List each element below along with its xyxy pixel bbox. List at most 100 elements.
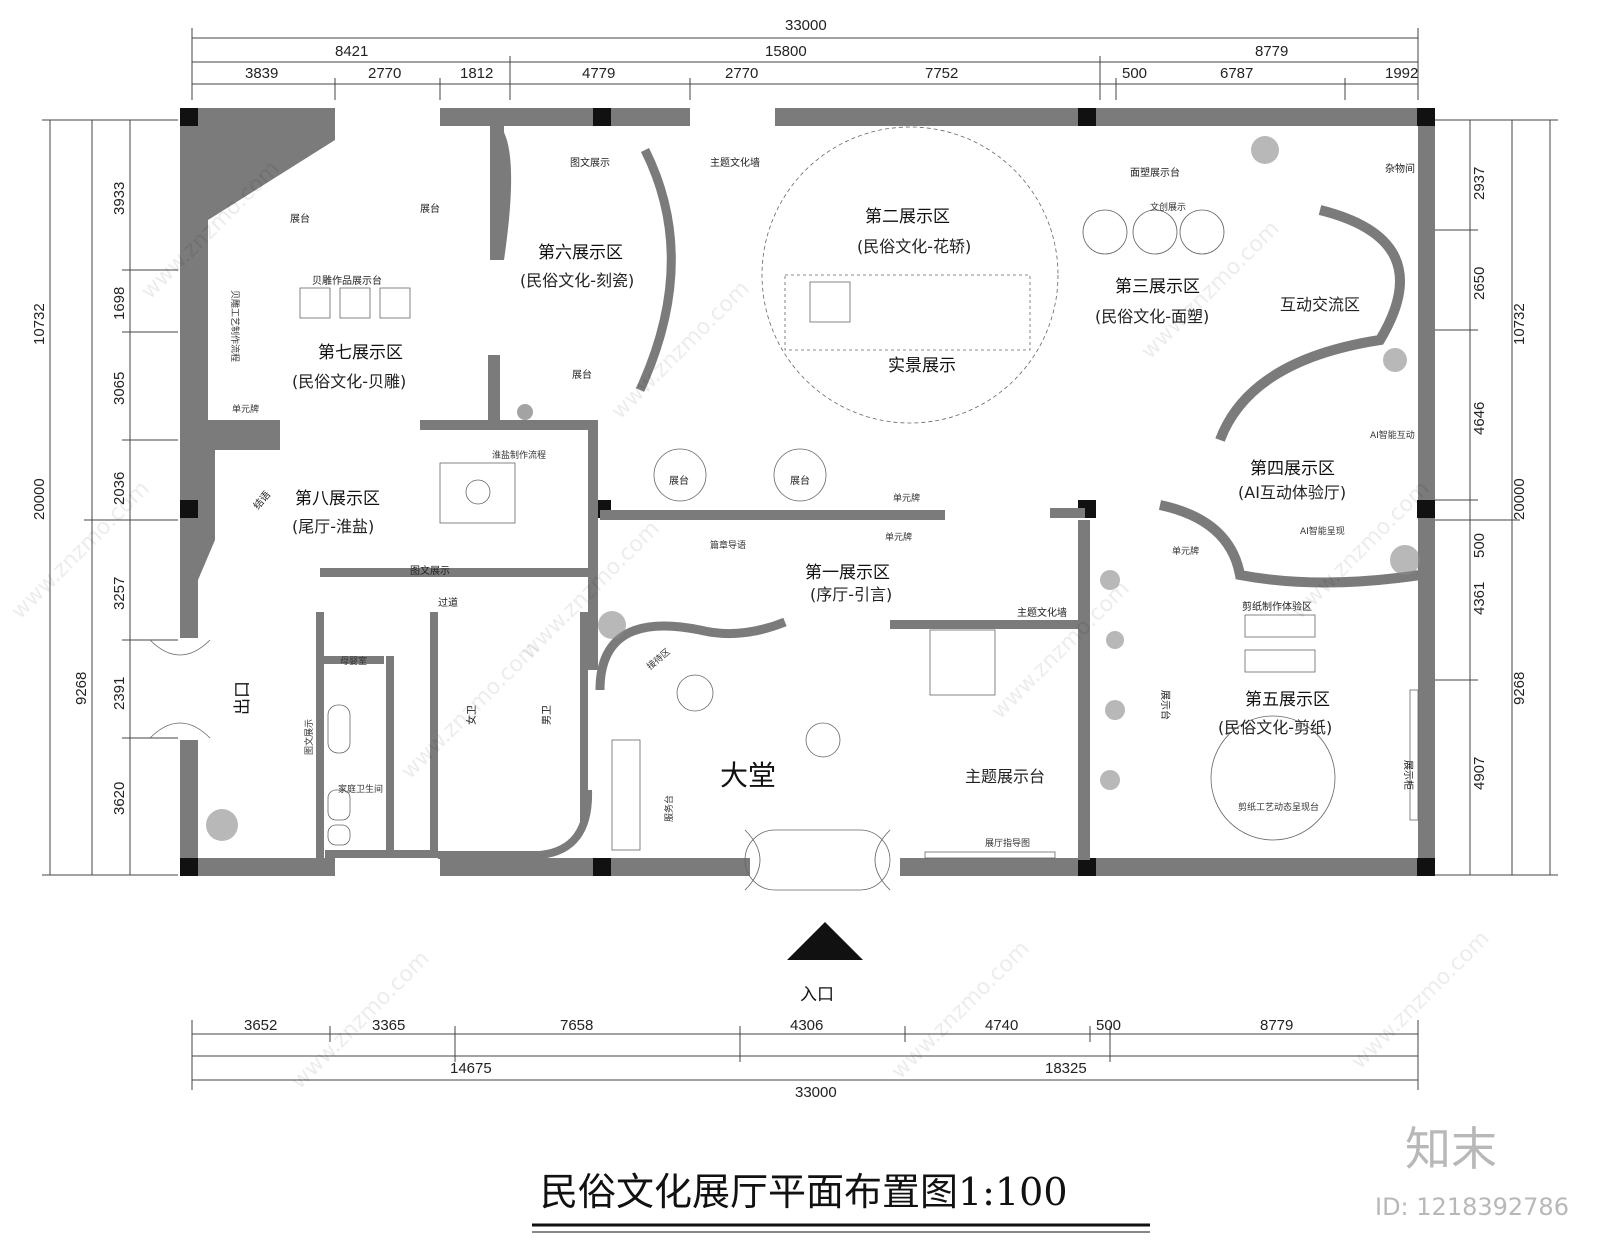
zone-7-sub: (民俗文化-贝雕)	[292, 372, 406, 391]
dim-bot-total: 33000	[795, 1084, 837, 1101]
unit-sign-a-label: 单元牌	[232, 403, 259, 415]
dim-top-r2-7: 6787	[1220, 65, 1253, 82]
brand-mark: 知末 ID: 1218392786	[1375, 1122, 1569, 1221]
mother-room-label: 母婴室	[340, 655, 367, 667]
dim-top-r2-4: 2770	[725, 65, 758, 82]
dim-top-r2-2: 1812	[460, 65, 493, 82]
zone-2-sub: (民俗文化-花轿)	[857, 237, 971, 256]
dim-top-r1-0: 8421	[335, 43, 368, 60]
zone-6-title: 第六展示区	[538, 243, 623, 263]
display-stand-label: 展示台	[1159, 690, 1172, 720]
shell-stand-label: 贝雕作品展示台	[312, 274, 382, 287]
dim-bot-r1-5: 500	[1096, 1017, 1121, 1034]
dim-bot-r1-3: 4306	[790, 1017, 823, 1034]
dim-left-i4: 3257	[111, 577, 128, 610]
dim-right-i3: 500	[1471, 533, 1488, 558]
dim-right-i2: 4646	[1471, 402, 1488, 435]
zone-8-title: 第八展示区	[295, 489, 380, 509]
female-wc-label: 女卫	[465, 705, 478, 725]
dim-left-i0: 3933	[111, 182, 128, 215]
zone-2-title: 第二展示区	[865, 207, 950, 227]
graphic-top-label: 图文展示	[570, 156, 610, 169]
dim-top-r2-5: 7752	[925, 65, 958, 82]
interaction-label: 互动交流区	[1280, 295, 1360, 314]
zone-1-title: 第一展示区	[805, 563, 890, 583]
storage-label: 杂物间	[1385, 162, 1415, 175]
dim-top-r2-8: 1992	[1385, 65, 1418, 82]
bottom-dimensions: 3652 3365 7658 4306 4740 500 8779 14675 …	[191, 1017, 1419, 1101]
shell-process-label: 贝雕工艺制作流程	[229, 290, 241, 362]
ai-sign-label: AI智能互动	[1370, 429, 1415, 441]
dim-bot-r1-1: 3365	[372, 1017, 405, 1034]
dim-right-i4: 4361	[1471, 582, 1488, 615]
male-wc-label: 男卫	[541, 705, 553, 725]
dim-left-i1: 1698	[111, 287, 128, 320]
outer-walls	[180, 108, 1435, 876]
ai-screen-label: AI智能呈现	[1300, 525, 1345, 537]
dim-bot-r1-0: 3652	[244, 1017, 277, 1034]
zone-7-title: 第七展示区	[318, 343, 403, 363]
watermark-10: www.znzmo.com	[887, 936, 1035, 1084]
conclusion-label: 结语	[250, 488, 273, 512]
theme-wall-mid-label: 主题文化墙	[1017, 606, 1067, 619]
brand-id: ID: 1218392786	[1375, 1193, 1569, 1221]
theme-stage-label: 主题展示台	[965, 767, 1045, 786]
exit-label: 出口	[233, 681, 253, 715]
papercut-stand-label: 剪纸工艺动态呈现台	[1238, 801, 1319, 813]
real-scene-label: 实景展示	[888, 356, 956, 376]
stand-a-label: 展台	[290, 212, 310, 225]
plants	[206, 136, 1420, 841]
dim-top-r2-6: 500	[1122, 65, 1147, 82]
theme-wall-top-label: 主题文化墙	[710, 156, 760, 169]
zone-5-sub: (民俗文化-剪纸)	[1218, 718, 1332, 737]
fixtures	[149, 126, 1419, 891]
graphic-wc-label: 图文展示	[303, 719, 315, 755]
dim-bot-r1-2: 7658	[560, 1017, 593, 1034]
stand-d-label: 展台	[669, 474, 689, 487]
dim-left-o0: 10732	[31, 303, 48, 345]
dim-bot-r1-4: 4740	[985, 1017, 1018, 1034]
watermark-4: www.znzmo.com	[607, 276, 755, 424]
dim-left-i6: 3620	[111, 782, 128, 815]
stand-e-label: 展台	[790, 474, 810, 487]
dim-right-o1: 20000	[1511, 478, 1528, 520]
chapter-guide-label: 篇章导语	[710, 539, 746, 551]
zone-labels: 第一展示区 (序厅-引言) 第二展示区 (民俗文化-花轿) 第三展示区 (民俗文…	[292, 207, 1346, 737]
top-dimensions: 33000 8421 15800 8779 3839 2770 1812 477…	[191, 17, 1419, 100]
zone-3-sub: (民俗文化-面塑)	[1095, 307, 1209, 326]
graphic-mid-label: 图文展示	[410, 564, 450, 577]
drawing-title: 民俗文化展厅平面布置图1:100	[532, 1170, 1150, 1233]
zone-4-title: 第四展示区	[1250, 459, 1335, 479]
creative-label: 文创展示	[1150, 201, 1186, 213]
dim-left-i2: 3065	[111, 372, 128, 405]
area-labels: 大堂 入口 出口 实景展示 互动交流区 杂物间 主题展示台 主题文化墙 主题文化…	[229, 156, 1415, 1005]
dim-left-i5: 2391	[111, 677, 128, 710]
stand-b-label: 展台	[420, 202, 440, 215]
dim-top-r2-0: 3839	[245, 65, 278, 82]
corridor-label: 过道	[438, 596, 458, 609]
right-dimensions: 2937 2650 4646 500 4361 4907 10732 20000…	[1430, 119, 1558, 876]
salt-flow-label: 淮盐制作流程	[492, 449, 546, 461]
zone-8-sub: (尾厅-淮盐)	[292, 517, 374, 536]
dim-right-i5: 4907	[1471, 757, 1488, 790]
zone-6-sub: (民俗文化-刻瓷)	[520, 271, 634, 290]
entrance-arrow-icon	[787, 922, 863, 960]
dim-left-o1: 20000	[31, 478, 48, 520]
watermark-9: www.znzmo.com	[287, 946, 435, 1094]
dough-stand-label: 面塑展示台	[1130, 166, 1180, 179]
dim-top-r2-1: 2770	[368, 65, 401, 82]
dim-right-i0: 2937	[1471, 167, 1488, 200]
watermark-11: www.znzmo.com	[1347, 926, 1495, 1074]
unit-sign-d-label: 单元牌	[1172, 545, 1199, 557]
entrance-label: 入口	[800, 985, 834, 1005]
dim-left-o2: 9268	[73, 672, 90, 705]
dim-top-r1-1: 15800	[765, 43, 807, 60]
papercut-workshop-label: 剪纸制作体验区	[1242, 600, 1312, 613]
zone-4-sub: (AI互动体验厅)	[1238, 483, 1346, 502]
dim-bot-r2-0: 14675	[450, 1060, 492, 1077]
lobby-label: 大堂	[720, 759, 776, 792]
zone-1-sub: (序厅-引言)	[810, 585, 892, 604]
dim-top-r2-3: 4779	[582, 65, 615, 82]
zone-3-title: 第三展示区	[1115, 277, 1200, 297]
